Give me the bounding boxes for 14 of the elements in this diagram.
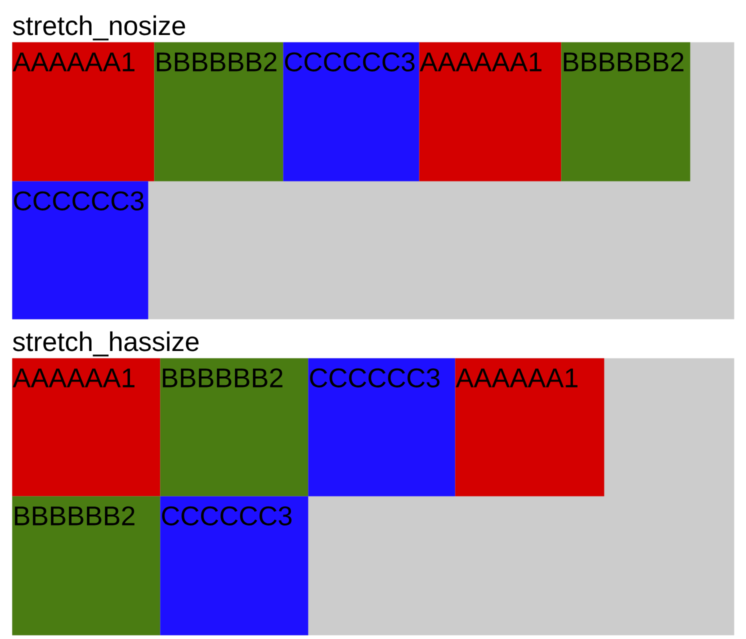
flex-item: AAAAAA1 — [12, 42, 154, 182]
flex-item: CCCCCC3 — [12, 181, 148, 320]
flex-item: BBBBBB2 — [160, 358, 308, 496]
node-label: stretch_hassize — [12, 331, 199, 356]
node-label: stretch_nosize — [12, 15, 186, 40]
flex-item: AAAAAA1 — [419, 42, 562, 182]
flex-item: BBBBBB2 — [154, 42, 284, 182]
flex-item: CCCCCC3 — [308, 358, 456, 496]
flex-item: BBBBBB2 — [561, 42, 690, 182]
flex-item: BBBBBB2 — [12, 496, 160, 636]
flex-item: CCCCCC3 — [283, 42, 420, 182]
flex-item: AAAAAA1 — [12, 358, 160, 496]
flex-item: AAAAAA1 — [455, 358, 604, 496]
flex-item: CCCCCC3 — [160, 496, 308, 636]
